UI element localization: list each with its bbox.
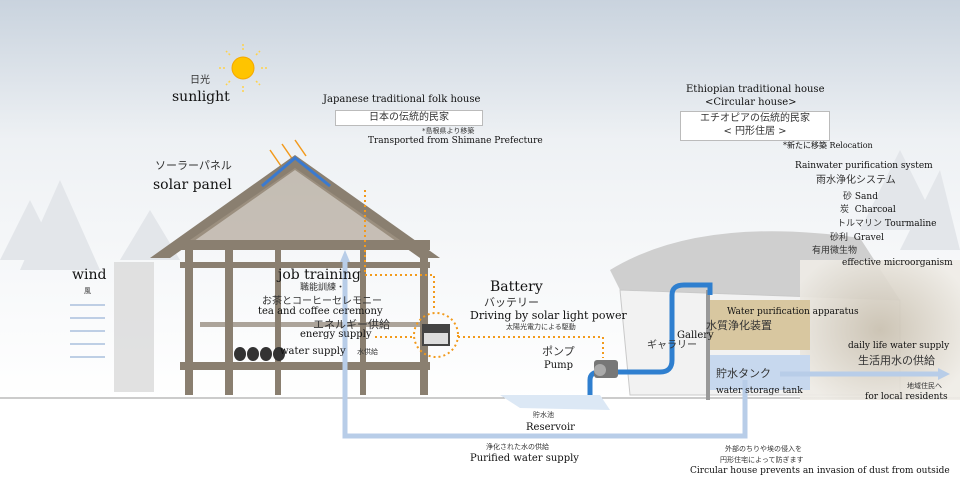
pump-label: Pump — [544, 360, 574, 371]
japanese-house-ja: 日本の伝統的民家 — [369, 112, 449, 123]
storage-tank-ja: 貯水タンク — [716, 367, 771, 380]
wind-label: wind — [72, 267, 107, 283]
gallery-label: Gallery — [677, 330, 714, 341]
filter-layer-ja: トルマリン — [837, 219, 883, 229]
dust-note-ja-1: 外部のちりや埃の侵入を — [725, 445, 802, 453]
purification-apparatus-label: Water purification apparatus — [727, 307, 859, 317]
daily-water-ja: 生活用水の供給 — [858, 354, 935, 367]
filter-layer-ja: 炭 — [840, 205, 850, 215]
purified-water-label: Purified water supply — [470, 453, 579, 464]
battery-outline — [413, 312, 459, 358]
solar-drive-ja: 太陽光電力による駆動 — [506, 323, 576, 331]
job-training-ja: 職能訓練・ — [300, 283, 346, 293]
dust-note-label: Circular house prevents an invasion of d… — [690, 466, 950, 476]
purified-water-pipe — [342, 262, 748, 439]
reservoir-label: Reservoir — [526, 422, 575, 433]
local-residents-ja: 地域住民へ — [907, 382, 942, 390]
japanese-house-title: Japanese traditional folk house — [323, 94, 481, 105]
ethiopian-house-title: Ethiopian traditional house — [686, 84, 825, 95]
local-residents-label: for local residents — [865, 392, 948, 402]
battery-label: Battery — [490, 279, 543, 295]
solar-drive-label: Driving by solar light power — [470, 309, 627, 322]
filter-layer-en: Charcoal — [854, 205, 896, 215]
water-jars — [234, 347, 285, 361]
reservoir — [500, 395, 610, 410]
daily-water-label: daily life water supply — [848, 341, 950, 351]
wind-ja: 風 — [84, 287, 91, 295]
purified-water-ja: 浄化された水の供給 — [486, 443, 549, 451]
filter-layer-tourmaline: トルマリン Tourmaline — [837, 220, 937, 229]
tea-ceremony-label: tea and coffee ceremony — [258, 306, 383, 317]
filter-layer-ja: 砂利 — [830, 233, 849, 243]
filter-layer-ja: 砂 — [843, 192, 853, 202]
filter-layer-gravel: 砂利 Gravel — [830, 234, 884, 243]
sunlight-arrows — [269, 139, 307, 167]
filter-layer-en: Tourmaline — [884, 219, 937, 229]
filter-layer-en: Sand — [854, 192, 878, 202]
microorganism-label: effective microorganism — [842, 258, 953, 268]
filter-layer-charcoal: 炭 Charcoal — [840, 206, 896, 215]
filter-layer-sand: 砂 Sand — [843, 193, 878, 202]
battery-ja: バッテリー — [484, 296, 539, 309]
circular-house — [610, 231, 960, 400]
job-training-label: job training — [278, 267, 361, 283]
japanese-house — [150, 155, 440, 395]
circular-house-title: <Circular house> — [705, 97, 797, 108]
filter-layer-en: Gravel — [853, 233, 884, 243]
sunlight-label-ja: 日光 — [190, 75, 210, 86]
ethiopian-house-ja: エチオピアの伝統的民家 — [700, 113, 810, 124]
reservoir-ja: 貯水池 — [533, 411, 554, 419]
sunlight-label: sunlight — [172, 89, 230, 105]
energy-supply-ja: エネルギー供給 — [313, 318, 390, 331]
tea-ceremony-ja: お茶とコーヒーセレモニー — [262, 296, 382, 307]
japanese-house-label-box: 日本の伝統的民家 — [335, 110, 483, 126]
gallery-ja: ギャラリー — [647, 340, 697, 351]
solar-panel-label: solar panel — [153, 177, 232, 193]
circular-house-ja: < 円形住居 > — [723, 126, 787, 137]
pump-ja: ポンプ — [542, 345, 575, 358]
background-trees — [0, 150, 960, 270]
storage-tank-label: water storage tank — [716, 386, 803, 396]
wind-fence — [70, 262, 154, 392]
rainwater-system-title: Rainwater purification system — [795, 161, 933, 171]
ethiopian-house-label-box: エチオピアの伝統的民家 < 円形住居 > — [680, 111, 830, 141]
japanese-house-note-en: Transported from Shimane Prefecture — [368, 136, 543, 146]
purification-apparatus-ja: 水質浄化装置 — [706, 319, 772, 332]
pump-icon — [594, 360, 618, 378]
battery-icon — [422, 324, 450, 346]
microorganism-ja: 有用微生物 — [812, 246, 858, 256]
relocation-note: *新たに移築 Relocation — [783, 141, 873, 150]
power-lines — [364, 190, 604, 358]
dust-note-ja-2: 円形住宅によって防ぎます — [720, 456, 804, 464]
japanese-house-note-ja: *島根県より移築 — [422, 127, 475, 135]
solar-panel-ja: ソーラーパネル — [155, 159, 232, 172]
pump-pipe — [587, 282, 713, 395]
sun-icon — [219, 44, 267, 92]
water-supply-label: water supply — [280, 346, 346, 357]
energy-supply-label: energy supply — [300, 329, 372, 340]
water-supply-ja: 水供給 — [357, 348, 378, 356]
rainwater-system-ja: 雨水浄化システム — [816, 175, 896, 186]
